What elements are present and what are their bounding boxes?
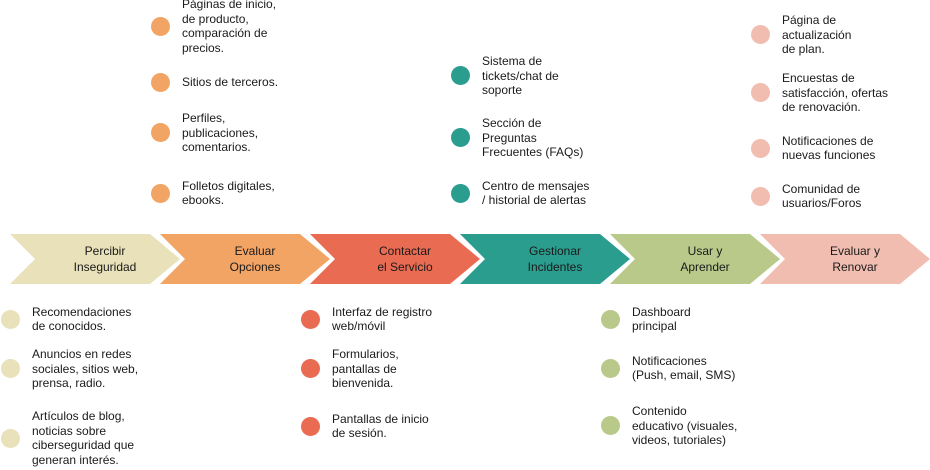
stage-label-2: Evaluar Opciones [229,244,281,274]
touchpoint-item: Anuncios en redes sociales, sitios web, … [1,347,162,391]
touchpoint-item: Página de actualización de plan. [751,13,912,57]
touchpoint-item: Interfaz de registro web/móvil [301,305,462,334]
touchpoint-dot [751,186,770,206]
touchpoint-dot [451,66,470,86]
touchpoint-text: Pantallas de inicio de sesión. [332,411,429,441]
touchpoint-item: Formularios, pantallas de bienvenida. [301,347,462,391]
touchpoint-text: Recomendaciones de conocidos. [32,304,132,334]
touchpoint-dot [1,359,20,379]
touchpoint-item: Folletos digitales, ebooks. [151,179,312,208]
touchpoint-dot [301,309,320,329]
touchpoint-text: Centro de mensajes / historial de alerta… [482,178,590,208]
stage-arrow-3 [310,234,480,284]
touchpoint-text: Sección de Preguntas Frecuentes (FAQs) [482,116,584,159]
touchpoint-dot [1,309,20,329]
touchpoint-text: Formularios, pantallas de bienvenida. [332,347,399,390]
touchpoint-dot [151,72,170,92]
touchpoint-text: Anuncios en redes sociales, sitios web, … [32,347,139,390]
stage-label-3: Contactar el Servicio [377,244,433,274]
touchpoint-text: Página de actualización de plan. [782,13,852,56]
touchpoint-text: Encuestas de satisfacción, ofertas de re… [782,71,889,114]
touchpoint-dot [151,183,170,203]
touchpoint-item: Contenido educativo (visuales, videos, t… [601,404,762,448]
touchpoint-item: Artículos de blog, noticias sobre cibers… [1,409,162,467]
touchpoint-dot [751,83,770,103]
touchpoint-item: Sección de Preguntas Frecuentes (FAQs) [451,116,612,160]
touchpoint-item: Encuestas de satisfacción, ofertas de re… [751,71,912,115]
touchpoint-text: Sitios de terceros. [182,74,279,89]
touchpoint-text: Notificaciones (Push, email, SMS) [632,353,736,383]
touchpoint-text: Folletos digitales, ebooks. [182,178,275,208]
stage-label-5: Usar y Aprender [680,244,730,274]
touchpoint-text: Dashboard principal [632,304,691,334]
stage-arrow-5 [610,234,780,284]
touchpoint-item: Centro de mensajes / historial de alerta… [451,179,612,208]
stage-arrow-6 [760,234,930,284]
touchpoint-dot [601,416,620,436]
stage-label-1: Percibir Inseguridad [73,244,137,274]
touchpoint-dot [1,428,20,448]
touchpoint-text: Sistema de tickets/chat de soporte [482,54,559,97]
touchpoint-text: Artículos de blog, noticias sobre cibers… [32,409,135,467]
touchpoint-dot [751,25,770,45]
touchpoint-text: Páginas de inicio, de producto, comparac… [182,0,277,55]
stage-label-6: Evaluar y Renovar [829,244,881,274]
stage-arrow-4 [460,234,630,284]
touchpoint-text: Interfaz de registro web/móvil [332,304,433,334]
touchpoint-dot [301,416,320,436]
touchpoint-dot [301,359,320,379]
touchpoint-item: Pantallas de inicio de sesión. [301,412,462,441]
touchpoint-item: Notificaciones (Push, email, SMS) [601,354,762,383]
touchpoint-dot [151,123,170,143]
touchpoint-item: Sistema de tickets/chat de soporte [451,54,612,98]
stage-arrow-1 [10,234,180,284]
touchpoint-text: Notificaciones de nuevas funciones [782,133,876,163]
touchpoint-item: Comunidad de usuarios/Foros [751,182,912,211]
touchpoint-dot [151,16,170,36]
touchpoint-item: Perfiles, publicaciones, comentarios. [151,111,312,155]
touchpoint-dot [451,183,470,203]
touchpoint-item: Recomendaciones de conocidos. [1,305,162,334]
touchpoint-item: Sitios de terceros. [151,72,312,92]
stage-label-4: Gestionar Incidentes [527,244,583,274]
touchpoint-item: Dashboard principal [601,305,762,334]
touchpoint-item: Notificaciones de nuevas funciones [751,134,912,163]
touchpoint-item: Páginas de inicio, de producto, comparac… [151,0,312,55]
touchpoint-dot [751,138,770,158]
touchpoint-dot [451,128,470,148]
touchpoint-text: Perfiles, publicaciones, comentarios. [182,111,259,154]
touchpoint-text: Contenido educativo (visuales, videos, t… [632,404,738,447]
touchpoint-dot [601,309,620,329]
touchpoint-text: Comunidad de usuarios/Foros [782,181,862,211]
stage-arrow-2 [160,234,330,284]
touchpoint-dot [601,358,620,378]
